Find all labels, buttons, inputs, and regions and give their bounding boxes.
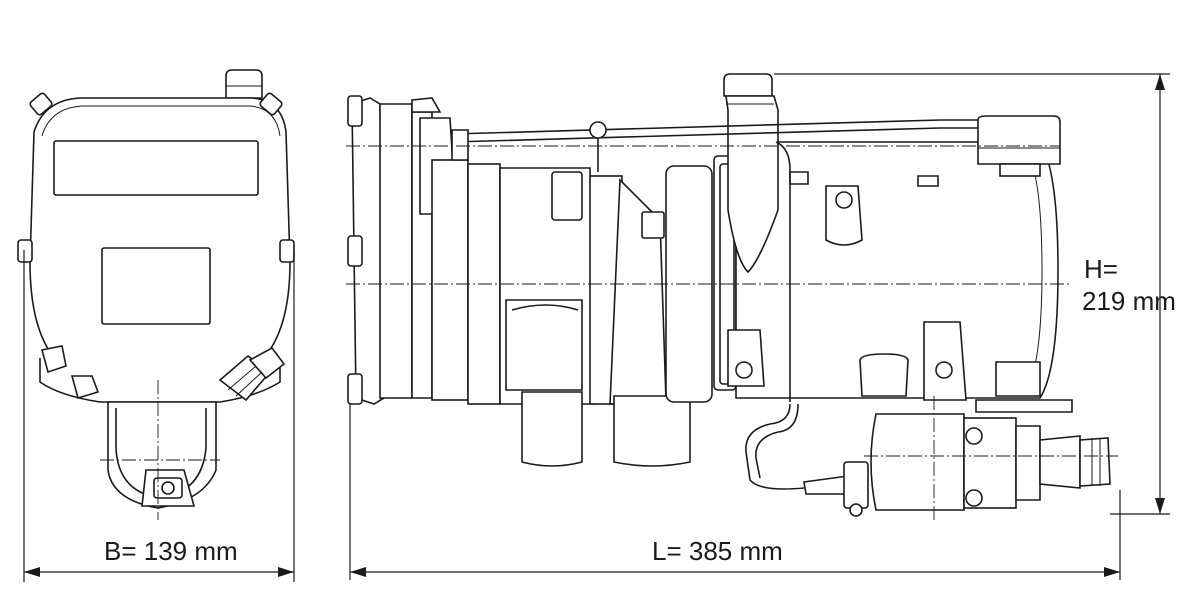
width-dimension-label: B= 139 mm — [104, 536, 238, 566]
side-view — [346, 73, 1170, 580]
height-dimension-label-line1: H= — [1084, 254, 1118, 284]
height-dimension-label-line2: 219 mm — [1082, 286, 1176, 316]
length-dimension-label: L= 385 mm — [652, 536, 783, 566]
front-view — [17, 69, 295, 582]
